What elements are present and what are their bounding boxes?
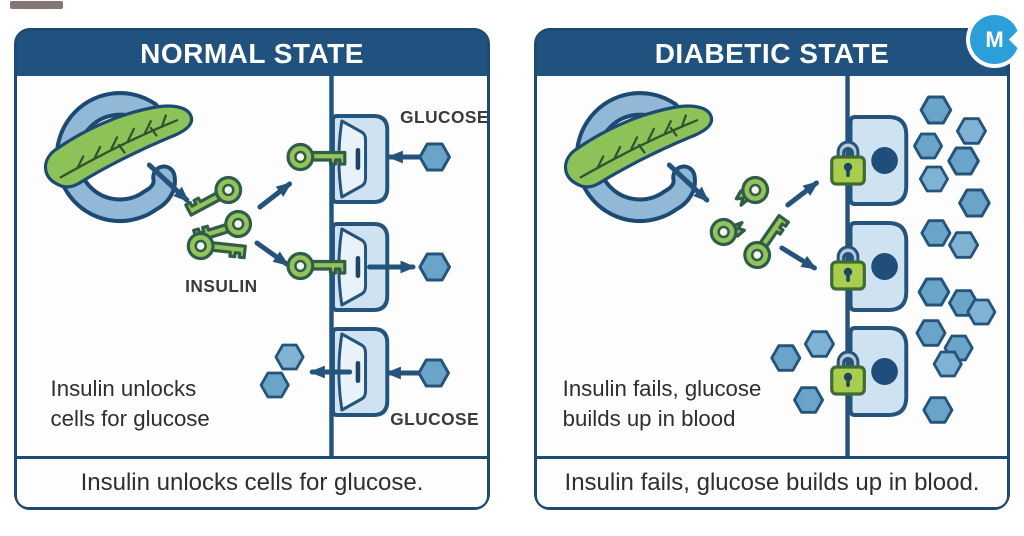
- flow-arrow: [257, 181, 293, 210]
- panel-normal-header: NORMAL STATE: [17, 31, 487, 76]
- glucose-label-bottom: GLUCOSE: [390, 409, 479, 429]
- insulin-label: INSULIN: [185, 276, 258, 296]
- glucose-hexagon-icon: [918, 165, 949, 193]
- flow-arrow: [779, 245, 818, 271]
- brand-logo: M: [966, 11, 1024, 68]
- broken-insulin-key-icon: [738, 209, 795, 275]
- glucose-label-top: GLUCOSE: [400, 107, 487, 127]
- flow-arrow: [146, 162, 190, 203]
- normal-note-line2: cells for glucose: [51, 406, 210, 431]
- glucose-hexagon-icon: [966, 298, 997, 326]
- video-artifact-bar: [10, 1, 63, 9]
- glucose-hexagon-icon: [915, 319, 947, 347]
- normal-diagram-svg: GLUCOSE INSULIN GLUCOSE Insulin unlocks …: [17, 76, 487, 456]
- logo-letter: M: [985, 26, 1004, 52]
- panel-diabetic-state: DIABETIC STATE: [534, 28, 1010, 510]
- glucose-hexagon-icon: [793, 386, 825, 414]
- diabetic-note-line1: Insulin fails, glucose: [563, 376, 762, 401]
- glucose-hexagon-icon: [917, 277, 951, 307]
- diabetic-diagram-svg: Insulin fails, glucose builds up in bloo…: [537, 76, 997, 456]
- glucose-hexagon-icon: [913, 132, 944, 160]
- glucose-hexagon-icon: [919, 95, 953, 125]
- glucose-hexagon-icon: [417, 358, 450, 388]
- flow-arrow: [785, 180, 819, 208]
- normal-note-line1: Insulin unlocks: [51, 376, 197, 401]
- panel-diabetic-diagram: Insulin fails, glucose builds up in bloo…: [537, 76, 1007, 456]
- glucose-hexagon-icon: [922, 396, 954, 424]
- glucose-hexagon-icon: [932, 350, 963, 378]
- pancreas-icon: [565, 104, 711, 210]
- glucose-hexagon-icon: [274, 343, 305, 371]
- glucose-hexagon-icon: [947, 146, 980, 176]
- pancreas-icon: [45, 104, 191, 210]
- glucose-hexagon-icon: [958, 188, 991, 218]
- panel-normal-caption-bar: Insulin unlocks cells for glucose.: [17, 456, 487, 507]
- glucose-hexagon-icon: [770, 344, 802, 372]
- panel-diabetic-header: DIABETIC STATE: [537, 31, 1007, 76]
- panel-diabetic-caption: Insulin fails, glucose builds up in bloo…: [564, 469, 980, 496]
- glucose-hexagon-icon: [803, 330, 835, 358]
- panel-normal-state: NORMAL STATE: [14, 28, 490, 510]
- glucose-hexagon-icon: [418, 142, 451, 172]
- glucose-hexagon-icon: [259, 371, 290, 399]
- glucose-hexagon-icon: [955, 117, 987, 145]
- panel-normal-caption: Insulin unlocks cells for glucose.: [80, 469, 424, 496]
- glucose-hexagon-icon: [418, 252, 451, 282]
- panel-normal-diagram: GLUCOSE INSULIN GLUCOSE Insulin unlocks …: [17, 76, 487, 456]
- glucose-hexagon-icon: [948, 231, 980, 259]
- glucose-hexagon-icon: [920, 219, 952, 247]
- flow-arrow: [254, 240, 290, 267]
- panel-normal-title: NORMAL STATE: [140, 37, 364, 69]
- panel-diabetic-title: DIABETIC STATE: [654, 37, 890, 69]
- diabetic-note-line2: builds up in blood: [563, 406, 736, 431]
- broken-insulin-key-icon: [707, 214, 748, 249]
- flow-arrow: [666, 162, 710, 203]
- panel-diabetic-caption-bar: Insulin fails, glucose builds up in bloo…: [537, 456, 1007, 507]
- broken-insulin-key-icon: [729, 171, 774, 213]
